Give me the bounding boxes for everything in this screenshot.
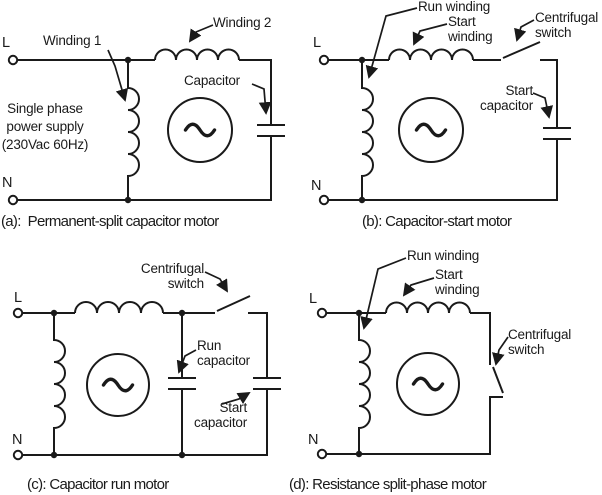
- run-winding-coil: [361, 60, 374, 200]
- centrifugal-switch-arrow: [204, 271, 228, 293]
- start-capacitor-arrow: [221, 392, 251, 405]
- circuit-b-capacitor-start: [318, 7, 571, 206]
- neutral-terminal-label-a: N: [2, 175, 13, 191]
- start-winding-coil: [388, 48, 474, 61]
- motor-circle: [86, 353, 150, 417]
- run-winding-arrow: [365, 7, 418, 79]
- line-terminal: [318, 54, 330, 66]
- junction-dot: [355, 309, 363, 317]
- neutral-terminal-label-d: N: [308, 432, 319, 448]
- winding2-label: Winding 2: [213, 15, 272, 30]
- winding1-coil: [127, 60, 140, 200]
- junction-dot: [178, 451, 186, 459]
- ac-sine-symbol: [101, 377, 135, 393]
- supply-note: Single phase power supply (230Vac 60Hz): [1, 101, 89, 152]
- capacitor-symbol: [257, 124, 285, 137]
- winding2-arrow: [188, 24, 214, 43]
- motor-circle: [398, 97, 464, 163]
- centrifugal-switch-arrow: [492, 336, 509, 366]
- junction-dot: [358, 56, 366, 64]
- centrifugal-switch-blade: [492, 366, 504, 394]
- winding1-arrow: [107, 49, 129, 102]
- neutral-terminal-label-c: N: [12, 432, 23, 448]
- start-winding-coil: [385, 301, 471, 314]
- motor-circle: [396, 352, 460, 416]
- capacitor-arrow: [251, 83, 272, 115]
- line-terminal: [316, 307, 328, 319]
- run-winding-label-d: Run winding: [407, 248, 480, 263]
- centrifugal-switch-arrow: [514, 19, 535, 42]
- line-terminal: [7, 54, 19, 66]
- run-capacitor-label-c: Run capacitor: [197, 338, 250, 368]
- aux-winding-coil: [74, 301, 164, 314]
- neutral-terminal: [7, 194, 19, 206]
- winding2-coil: [154, 48, 240, 61]
- junction-dot: [124, 56, 132, 64]
- junction-dot: [355, 450, 363, 458]
- junction-dot: [178, 309, 186, 317]
- live-terminal-label-a: L: [2, 35, 10, 51]
- neutral-terminal-label-b: N: [311, 178, 322, 194]
- winding1-label: Winding 1: [43, 33, 102, 48]
- centrifugal-switch-label-b: Centrifugal switch: [535, 10, 599, 40]
- caption-b: (b): Capacitor-start motor: [362, 213, 512, 230]
- circuit-a-permanent-split-capacitor: [7, 24, 285, 206]
- junction-dot: [124, 196, 132, 204]
- caption-c: (c): Capacitor run motor: [27, 476, 169, 493]
- start-winding-arrow: [412, 23, 448, 46]
- start-capacitor-label-c: Start capacitor: [194, 400, 247, 430]
- live-terminal-label-c: L: [14, 290, 22, 306]
- capacitor-label: Capacitor: [184, 73, 240, 88]
- wires: [22, 312, 268, 456]
- junction-dot: [50, 309, 58, 317]
- centrifugal-switch-label-c: Centrifugal switch: [140, 261, 204, 291]
- junction-dot: [50, 451, 58, 459]
- run-capacitor-arrow: [176, 349, 197, 374]
- motor-circle: [167, 97, 233, 163]
- start-winding-label-b: Start winding: [448, 14, 493, 44]
- circuit-c-capacitor-run: [12, 271, 281, 461]
- run-capacitor-symbol: [168, 377, 196, 390]
- ac-sine-symbol: [411, 376, 445, 392]
- line-terminal: [12, 307, 24, 319]
- run-winding-coil: [358, 313, 371, 454]
- run-winding-label-b: Run winding: [418, 0, 491, 14]
- circuit-d-resistance-split-phase: [316, 257, 509, 460]
- neutral-terminal: [316, 448, 328, 460]
- live-terminal-label-d: L: [309, 291, 317, 307]
- start-winding-arrow: [402, 277, 435, 297]
- run-winding-arrow: [360, 257, 407, 330]
- ac-sine-symbol: [414, 122, 448, 138]
- centrifugal-switch-label-d: Centrifugal switch: [508, 327, 572, 357]
- neutral-terminal: [318, 194, 330, 206]
- centrifugal-switch-blade: [502, 41, 541, 59]
- caption-d: (d): Resistance split-phase motor: [289, 476, 487, 493]
- live-terminal-label-b: L: [313, 35, 321, 51]
- start-capacitor-arrow: [532, 92, 554, 119]
- neutral-terminal: [12, 449, 24, 461]
- wires: [328, 59, 558, 201]
- ac-sine-symbol: [183, 122, 217, 138]
- start-capacitor-label-b: Start capacitor: [480, 83, 533, 113]
- start-capacitor-symbol: [543, 127, 571, 140]
- start-capacitor-symbol: [253, 377, 281, 390]
- junction-dot: [358, 196, 366, 204]
- main-winding-coil: [53, 313, 66, 455]
- centrifugal-switch-blade: [216, 295, 251, 312]
- start-winding-label-d: Start winding: [435, 267, 480, 297]
- caption-a: (a): Permanent-split capacitor motor: [1, 213, 219, 230]
